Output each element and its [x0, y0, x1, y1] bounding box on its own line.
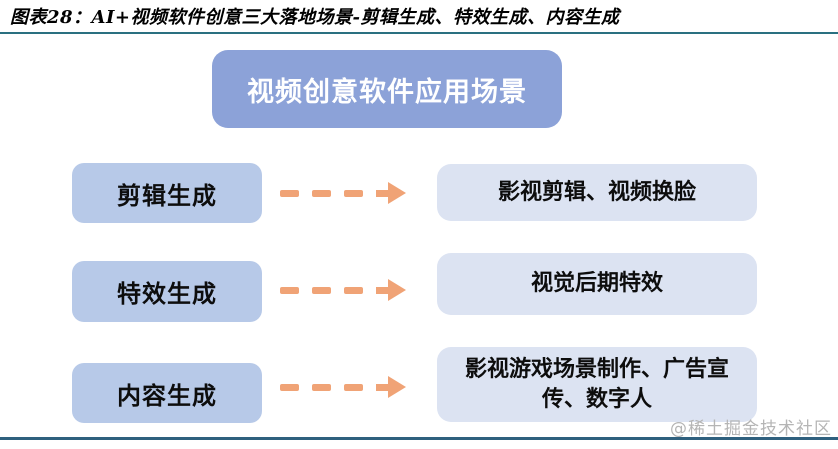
- source-box-editing: 剪辑生成: [72, 163, 262, 223]
- arrow-dash: [280, 383, 299, 391]
- source-label: 内容生成: [117, 381, 217, 410]
- target-label: 影视剪辑、视频换脸: [497, 179, 696, 205]
- source-box-effects: 特效生成: [72, 261, 262, 322]
- target-label: 视觉后期特效: [530, 271, 663, 297]
- diagram-header-label: 视频创意软件应用场景: [247, 76, 527, 108]
- target-box-editing: 影视剪辑、视频换脸: [437, 164, 757, 221]
- arrow-stem: [376, 286, 388, 294]
- bottom-divider: [0, 437, 838, 440]
- target-label: 影视游戏场景制作、广告宣传、数字人: [464, 356, 729, 412]
- arrow-head: [388, 182, 406, 204]
- arrow-dash: [344, 286, 363, 294]
- arrow-dash: [280, 286, 299, 294]
- figure-title: 图表28：AI+视频软件创意三大落地场景-剪辑生成、特效生成、内容生成: [10, 7, 620, 28]
- arrow-dash: [312, 189, 331, 197]
- dashed-arrow-icon: [280, 182, 406, 204]
- target-box-content: 影视游戏场景制作、广告宣传、数字人: [437, 347, 757, 422]
- top-divider: [0, 32, 838, 34]
- dashed-arrow-icon: [280, 376, 406, 398]
- source-label: 剪辑生成: [117, 181, 217, 210]
- watermark-text: @稀土掘金技术社区: [670, 419, 832, 439]
- arrow-dash: [344, 189, 363, 197]
- arrow-head: [388, 279, 406, 301]
- source-label: 特效生成: [117, 280, 217, 308]
- arrow-dash: [312, 383, 331, 391]
- arrow-dash: [312, 286, 331, 294]
- diagram-header-box: 视频创意软件应用场景: [212, 50, 562, 128]
- target-box-effects: 视觉后期特效: [437, 253, 757, 315]
- arrow-head: [388, 376, 406, 398]
- arrow-dash: [280, 189, 299, 197]
- arrow-dash: [344, 383, 363, 391]
- arrow-stem: [376, 383, 388, 391]
- source-box-content: 内容生成: [72, 363, 262, 423]
- arrow-stem: [376, 189, 388, 197]
- dashed-arrow-icon: [280, 279, 406, 301]
